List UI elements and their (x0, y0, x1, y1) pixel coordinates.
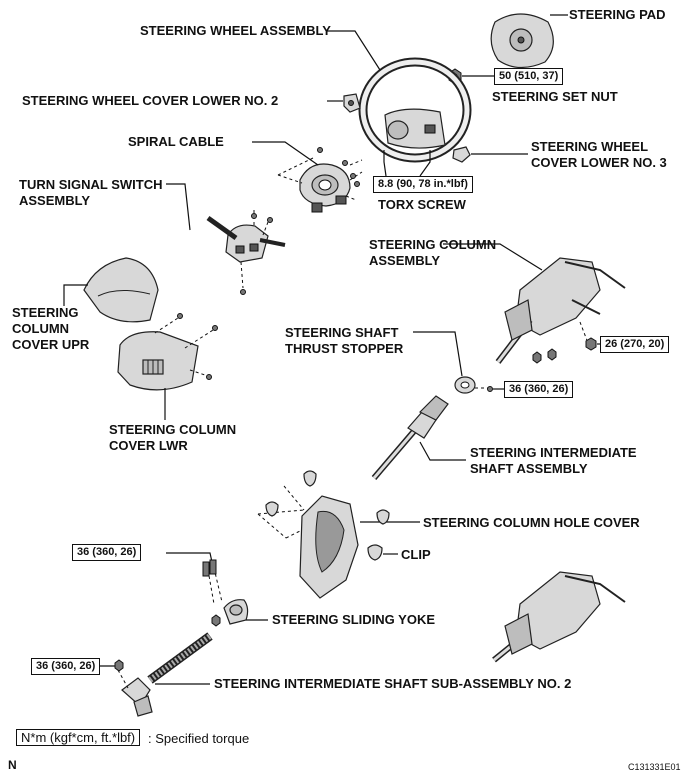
steering-column-assembly-lower-drawing (492, 571, 626, 663)
turn-signal-switch-drawing (206, 215, 286, 263)
legend-description: : Specified torque (148, 731, 250, 746)
sliding-yoke-drawing (223, 599, 249, 625)
label-steering-wheel-assembly: STEERING WHEEL ASSEMBLY (140, 23, 331, 38)
steering-wheel-drawing (358, 57, 472, 163)
label-steering-column-cover-lwr: STEERING COLUMN COVER LWR (109, 422, 237, 453)
torque-sliding-yoke: 36 (360, 26) (72, 544, 142, 561)
thrust-stopper-drawing (454, 376, 476, 394)
legend-unit-box: N*m (kgf*cm, ft.*lbf) (16, 729, 141, 746)
cover-lower-no3-drawing (452, 146, 471, 163)
steering-column-assembly-drawing (495, 257, 626, 364)
label-steering-sliding-yoke: STEERING SLIDING YOKE (272, 612, 436, 627)
cover-lower-no2-drawing (343, 93, 361, 113)
torque-column: 26 (270, 20) (600, 336, 670, 353)
label-spiral-cable: SPIRAL CABLE (128, 134, 224, 149)
label-steering-column-assembly: STEERING COLUMN ASSEMBLY (369, 237, 497, 268)
column-cover-lwr-drawing (117, 331, 199, 391)
label-steering-column-cover-upr: STEERING COLUMN COVER UPR (12, 305, 90, 352)
label-steering-intermediate-shaft-assembly: STEERING INTERMEDIATE SHAFT ASSEMBLY (470, 445, 637, 476)
label-steering-wheel-cover-lower-no2: STEERING WHEEL COVER LOWER NO. 2 (22, 93, 279, 108)
steering-pad-drawing (490, 13, 554, 69)
torque-sub-assembly: 36 (360, 26) (31, 658, 101, 675)
torque-torx-screw: 8.8 (90, 78 in.*lbf) (373, 176, 473, 193)
label-clip: CLIP (401, 547, 431, 562)
label-steering-wheel-cover-lower-no3: STEERING WHEEL COVER LOWER NO. 3 (531, 139, 667, 170)
label-steering-shaft-thrust-stopper: STEERING SHAFT THRUST STOPPER (285, 325, 404, 356)
label-steering-column-hole-cover: STEERING COLUMN HOLE COVER (423, 515, 640, 530)
torque-set-nut: 50 (510, 37) (494, 68, 564, 85)
column-cover-upr-drawing (83, 257, 159, 323)
label-steering-set-nut: STEERING SET NUT (492, 89, 618, 104)
torque-thrust-stopper: 36 (360, 26) (504, 381, 574, 398)
label-torx-screw: TORX SCREW (378, 197, 466, 212)
spiral-cable-drawing (299, 163, 351, 213)
footer-letter: N (8, 758, 17, 772)
intermediate-shaft-sub-assembly-drawing (121, 632, 213, 717)
intermediate-shaft-assembly-drawing (371, 395, 449, 480)
figure-code: C131331E01 (628, 762, 681, 772)
label-turn-signal-switch-assembly: TURN SIGNAL SWITCH ASSEMBLY (19, 177, 163, 208)
label-steering-intermediate-shaft-sub-assembly-no2: STEERING INTERMEDIATE SHAFT SUB-ASSEMBLY… (214, 676, 572, 691)
label-steering-pad: STEERING PAD (569, 7, 666, 22)
clip-drawing (367, 544, 383, 561)
column-hole-cover-drawing (299, 495, 359, 599)
